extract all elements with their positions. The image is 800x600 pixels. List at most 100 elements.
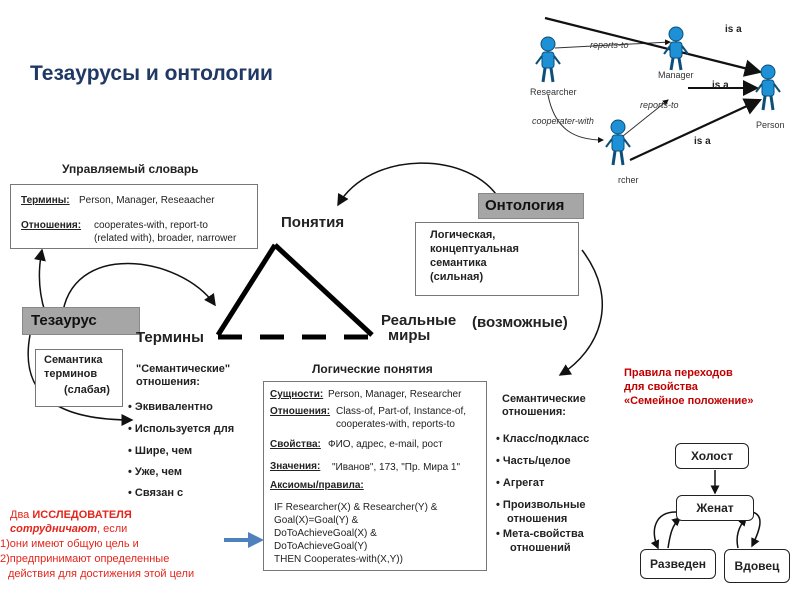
edge-widowed-to-married <box>736 516 747 549</box>
triangle-left-side <box>215 243 278 337</box>
edge-label-cooperates: cooperater-with <box>532 116 594 126</box>
right-relations-heading-2: отношения: <box>502 406 566 418</box>
edge-label-is-a-2: is a <box>712 80 729 91</box>
vocab-relations-label: Отношения: <box>21 220 82 231</box>
edge-divorced-to-married <box>667 517 682 549</box>
state-divorced: Разведен <box>640 549 716 579</box>
node-label-person: Person <box>756 120 785 130</box>
left-relation-item: • Связан с <box>128 487 184 499</box>
relations-label: Отношения: <box>270 406 331 417</box>
axiom-line: DoToAchieveGoal(Y) <box>274 541 368 552</box>
page-title: Тезаурусы и онтологии <box>30 62 273 85</box>
triangle-label-worlds-2: (возможные) <box>472 314 568 331</box>
person-figure-researcher-2 <box>605 119 631 166</box>
logical-concepts-heading: Логические понятия <box>312 362 433 376</box>
ontology-box-line-4: (сильная) <box>430 271 484 283</box>
left-relations-heading-1: "Семантические" <box>136 363 231 375</box>
node-label-researcher: Researcher <box>530 87 577 97</box>
edge-reports-to-1 <box>554 39 671 49</box>
left-relation-item: • Шире, чем <box>128 445 193 457</box>
left-relations-heading-2: отношения: <box>136 376 200 388</box>
edge-cooperates <box>547 94 604 143</box>
person-figure-researcher <box>535 36 561 83</box>
right-relation-item: • Часть/целое <box>496 455 571 467</box>
relations-value-1: Class-of, Part-of, Instance-of, <box>336 406 467 417</box>
note-line-1: Два ИССЛЕДОВАТЕЛЯ <box>10 509 132 521</box>
edge-label-reports-to-1: reports-to <box>590 40 629 50</box>
term-semantics-line-3: (слабая) <box>64 384 110 396</box>
axioms-label: Аксиомы/правила: <box>270 480 364 491</box>
entities-label: Сущности: <box>270 389 324 400</box>
triangle-label-concepts: Понятия <box>281 214 345 231</box>
arrow-thesaurus-to-terms <box>61 262 216 319</box>
network-diagram <box>535 16 781 166</box>
ontology-box-line-2: концептуальная <box>430 243 519 255</box>
edge-label-is-a-3: is a <box>694 136 711 147</box>
values-value: "Иванов", 173, "Пр. Мира 1" <box>332 462 461 473</box>
values-label: Значения: <box>270 461 321 472</box>
axiom-line: THEN Cooperates-with(X,Y)) <box>274 554 403 565</box>
note-line-5: действия для достижения этой цели <box>8 568 195 580</box>
right-relation-item-cont: отношений <box>510 542 571 554</box>
node-label-manager: Manager <box>658 70 694 80</box>
pointer-arrow <box>224 532 264 548</box>
term-semantics-line-2: терминов <box>44 368 98 380</box>
vocab-heading: Управляемый словарь <box>62 162 199 176</box>
edge-label-is-a-1: is a <box>725 24 742 35</box>
right-relation-item: • Произвольные <box>496 499 586 511</box>
triangle-label-worlds-3: миры <box>388 327 431 344</box>
entities-value: Person, Manager, Researcher <box>328 389 462 400</box>
vocab-relations-value-2: (related with), broader, narrower <box>94 233 237 244</box>
relations-value-2: cooperates-with, reports-to <box>336 419 455 430</box>
left-relation-item: • Используется для <box>128 423 235 435</box>
ontology-box-line-1: Логическая, <box>430 229 496 241</box>
ontology-box: Логическая, концептуальная семантика (си… <box>415 222 579 296</box>
axiom-line: DoToAchieveGoal(X) & <box>274 528 377 539</box>
rules-line-3: «Семейное положение» <box>624 395 754 407</box>
node-label-researcher-2: rcher <box>618 175 639 185</box>
properties-value: ФИО, адрес, e-mail, рост <box>328 439 443 450</box>
person-figure-manager <box>663 26 689 71</box>
arrow-ontology-to-logical <box>558 249 604 376</box>
right-relation-item-cont: отношения <box>507 513 568 525</box>
term-semantics-line-1: Семантика <box>44 354 103 366</box>
logical-concepts-box: Сущности: Person, Manager, Researcher От… <box>263 381 487 571</box>
axiom-line: IF Researcher(X) & Researcher(Y) & <box>274 502 438 513</box>
note-line-4: 2)предпринимают определенные <box>0 553 170 565</box>
edge-is-a-3 <box>629 98 762 161</box>
axiom-line: Goal(X)=Goal(Y) & <box>274 515 359 526</box>
edge-married-to-widowed <box>751 511 761 548</box>
vocab-terms-value: Person, Manager, Reseaacher <box>79 195 215 206</box>
edge-reports-to-2 <box>617 99 669 141</box>
triangle-label-worlds-1: Реальные <box>381 312 457 329</box>
concept-triangle <box>215 243 378 340</box>
left-relation-item: • Эквивалентно <box>128 401 213 413</box>
right-relation-item: • Класс/подкласс <box>496 433 590 445</box>
right-relation-item: • Мета-свойства <box>496 528 584 540</box>
rules-line-2: для свойства <box>624 381 698 393</box>
vocab-terms-label: Термины: <box>21 195 70 206</box>
right-relations-heading-1: Семантические <box>502 393 586 405</box>
right-relation-item: • Агрегат <box>496 477 545 489</box>
person-figure-person <box>755 64 781 111</box>
properties-label: Свойства: <box>270 439 321 450</box>
state-single: Холост <box>675 443 749 469</box>
arrow-thesaurus-to-vocab <box>34 248 46 313</box>
thesaurus-label: Тезаурус <box>22 307 140 335</box>
term-semantics-box: Семантика терминов (слабая) <box>35 349 123 407</box>
vocab-box: Термины: Person, Manager, Reseaacher Отн… <box>10 184 258 249</box>
note-line-3: 1)они имеют общую цель и <box>0 538 139 550</box>
ontology-label: Онтология <box>478 193 584 219</box>
state-married: Женат <box>676 495 754 521</box>
vocab-relations-value-1: cooperates-with, report-to <box>94 220 208 231</box>
note-line-2: сотрудничают, если <box>10 523 128 535</box>
triangle-label-terms: Термины <box>136 329 204 346</box>
left-relation-item: • Уже, чем <box>128 466 182 478</box>
triangle-right-side <box>273 243 374 337</box>
rules-line-1: Правила переходов <box>624 367 733 379</box>
state-widowed: Вдовец <box>724 549 790 583</box>
ontology-box-line-3: семантика <box>430 257 487 269</box>
edge-married-to-divorced <box>650 511 677 550</box>
edge-is-a-1 <box>544 16 763 77</box>
edge-label-reports-to-2: reports-to <box>640 100 679 110</box>
